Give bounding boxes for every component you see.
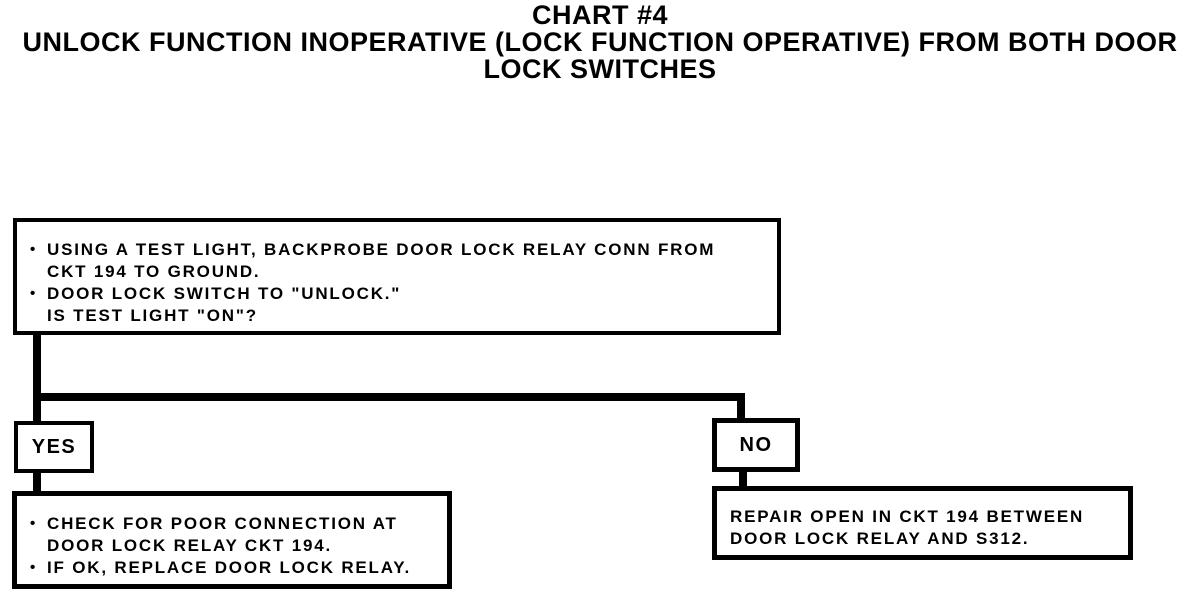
chart-number: CHART #4 (531, 0, 669, 30)
question-step-1: • USING A TEST LIGHT, BACKPROBE DOOR LOC… (30, 239, 769, 283)
no-result-line-2: DOOR LOCK RELAY AND S312. (730, 529, 1030, 548)
yes-box: YES (14, 421, 94, 473)
yes-result-box: • CHECK FOR POOR CONNECTION AT DOOR LOCK… (12, 491, 452, 589)
no-result-box: REPAIR OPEN IN CKT 194 BETWEEN DOOR LOCK… (712, 486, 1133, 560)
question-prompt-line: IS TEST LIGHT "ON"? (47, 306, 258, 325)
question-prompt: IS TEST LIGHT "ON"? (30, 305, 769, 327)
connector-no-stub (739, 470, 747, 488)
connector-branch-bar (33, 393, 745, 401)
question-step-2-line-1: DOOR LOCK SWITCH TO "UNLOCK." (47, 284, 402, 303)
yes-result-step-1-line-1: CHECK FOR POOR CONNECTION AT (47, 514, 398, 533)
yes-result-step-1: • CHECK FOR POOR CONNECTION AT DOOR LOCK… (30, 513, 441, 557)
no-box: NO (712, 418, 800, 472)
connector-yes-stub (33, 471, 41, 492)
connector-question-drop (33, 333, 41, 422)
bullet-icon: • (30, 515, 38, 532)
question-step-1-line-1: USING A TEST LIGHT, BACKPROBE DOOR LOCK … (47, 240, 716, 259)
yes-label: YES (31, 435, 77, 458)
chart-title-line-3: LOCK SWITCHES (483, 54, 717, 84)
bullet-icon: • (30, 285, 38, 302)
question-step-1-line-2: CKT 194 TO GROUND. (47, 262, 261, 281)
chart-title-line-2: UNLOCK FUNCTION INOPERATIVE (LOCK FUNCTI… (22, 27, 1178, 57)
bullet-icon: • (30, 241, 38, 258)
question-box: • USING A TEST LIGHT, BACKPROBE DOOR LOC… (13, 218, 781, 335)
chart-title: CHART #4 UNLOCK FUNCTION INOPERATIVE (LO… (0, 2, 1200, 83)
yes-result-step-2-line-1: IF OK, REPLACE DOOR LOCK RELAY. (47, 558, 412, 577)
no-label: NO (739, 433, 773, 456)
no-result-line-1: REPAIR OPEN IN CKT 194 BETWEEN (730, 507, 1085, 526)
question-step-2: • DOOR LOCK SWITCH TO "UNLOCK." (30, 283, 769, 305)
yes-result-step-1-line-2: DOOR LOCK RELAY CKT 194. (47, 536, 333, 555)
bullet-icon: • (30, 559, 38, 576)
yes-result-step-2: • IF OK, REPLACE DOOR LOCK RELAY. (30, 557, 441, 579)
connector-no-drop (737, 393, 745, 420)
